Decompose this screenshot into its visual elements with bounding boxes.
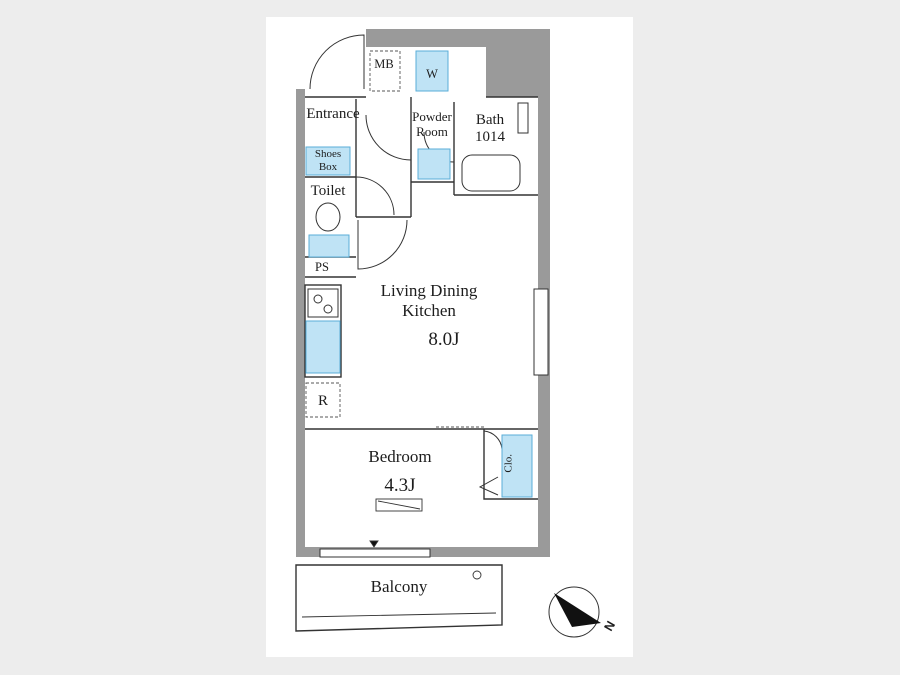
label-closet: Clo. <box>502 453 515 473</box>
toilet-bowl <box>315 202 341 232</box>
closet-rail <box>501 434 533 498</box>
toilet-tank <box>308 234 350 258</box>
wall-left <box>296 89 305 557</box>
bath-line2: 1014 <box>475 129 505 146</box>
bath-window <box>517 102 529 134</box>
label-mb: MB <box>374 57 394 71</box>
kitchen-counter <box>304 284 342 378</box>
wall-right-upper <box>486 29 550 557</box>
powder-sink <box>417 148 451 180</box>
bath-line1: Bath <box>475 112 505 128</box>
burner-2 <box>323 304 333 314</box>
range-hob <box>307 288 339 318</box>
label-ps: PS <box>315 260 329 274</box>
wall-top-block <box>366 29 486 47</box>
corridor-door-swing <box>365 114 412 161</box>
closet-door-swing <box>483 430 503 450</box>
floor-plan-drawing <box>295 29 601 638</box>
washer-space <box>415 50 449 92</box>
label-entrance: Entrance <box>306 106 360 122</box>
label-refrigerator: R <box>317 393 329 409</box>
interior-lines <box>295 96 538 632</box>
label-toilet: Toilet <box>310 183 346 199</box>
powder-room-line1: Powder <box>412 109 452 124</box>
ldk-window <box>533 288 549 376</box>
bedroom-window <box>319 548 431 558</box>
label-ldk: Living Dining Kitchen <box>381 281 478 320</box>
bathtub <box>461 154 521 192</box>
misc-marks <box>369 498 482 580</box>
compass-needle <box>554 593 601 627</box>
ldk-line2: Kitchen <box>402 300 456 320</box>
mb-box <box>369 50 401 92</box>
balcony-outline <box>295 564 503 632</box>
shoes-box-fixture <box>305 146 351 176</box>
label-washer: W <box>426 67 438 81</box>
label-shoes-box: Shoes Box <box>315 148 341 173</box>
doors <box>309 34 503 496</box>
label-powder-room: Powder Room <box>412 109 452 140</box>
bedroom-right-step <box>483 429 538 500</box>
ldk-door-swing <box>357 219 408 270</box>
label-ldk-area: 8.0J <box>428 329 460 350</box>
balcony-rail <box>301 612 497 618</box>
aircon-diagonal <box>377 500 421 510</box>
toilet-door-swing <box>355 176 395 216</box>
label-bath: Bath 1014 <box>475 112 505 147</box>
label-bedroom-area: 4.3J <box>384 475 416 496</box>
balcony-drain <box>472 570 482 580</box>
compass-rose <box>548 586 601 638</box>
aircon-unit <box>375 498 423 512</box>
windows <box>319 102 549 558</box>
shoes-box-line1: Shoes <box>314 148 342 160</box>
floor-plan-sheet: MB W Entrance Shoes Box Powder Room Bath… <box>266 17 633 657</box>
fixtures <box>305 50 533 498</box>
front-door-swing <box>309 34 365 90</box>
burner-1 <box>313 294 323 304</box>
dashed-elements <box>305 50 484 428</box>
powder-room-line2: Room <box>416 123 448 139</box>
bedroom-door-arrow <box>478 476 499 496</box>
label-bedroom: Bedroom <box>368 447 432 466</box>
window-marker <box>369 540 379 548</box>
refrigerator-space <box>305 382 341 418</box>
label-balcony: Balcony <box>370 577 428 596</box>
kitchen-sink <box>305 320 341 374</box>
shoes-box-line2: Box <box>318 160 338 173</box>
ldk-line1: Living Dining <box>380 281 478 300</box>
